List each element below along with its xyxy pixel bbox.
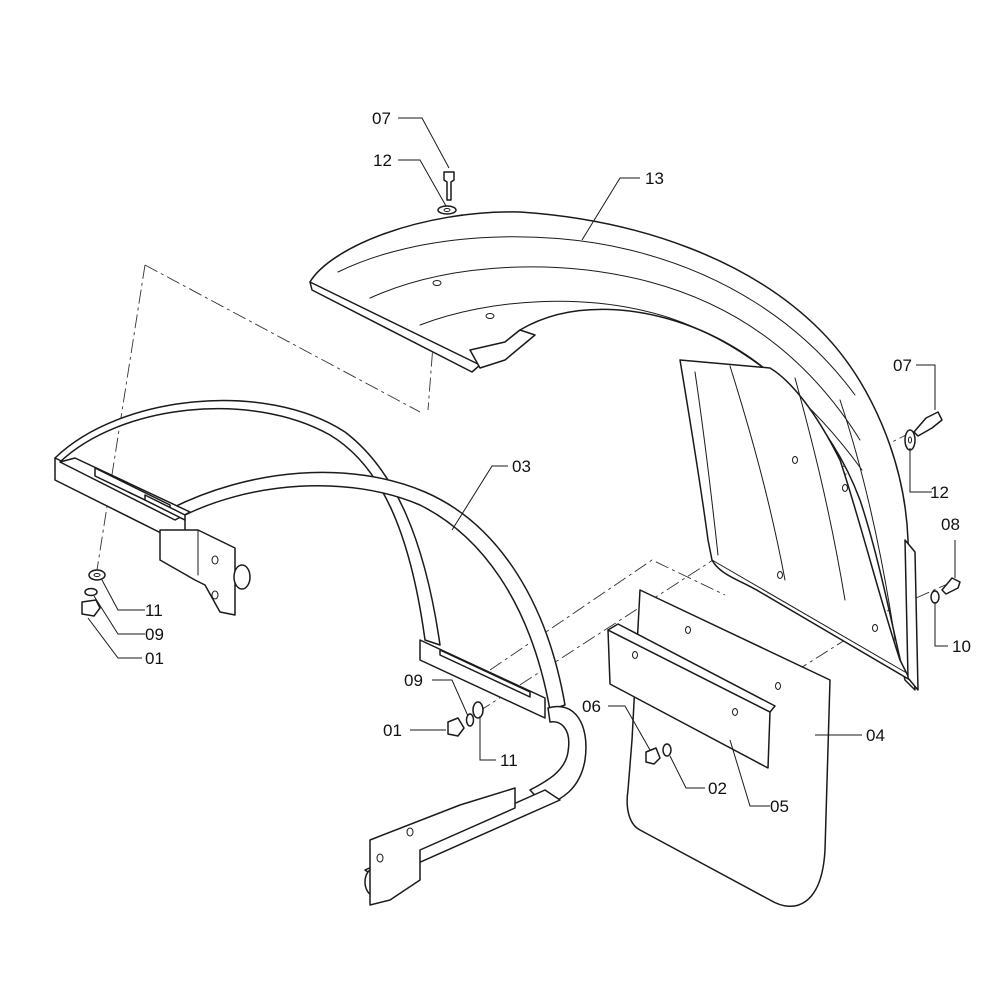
left-washer-lockwasher-nut — [81, 569, 106, 617]
callout-screw-washer: 10 — [952, 637, 971, 656]
callout-mid-nut: 01 — [383, 721, 402, 740]
flap-hole — [775, 682, 781, 690]
callout-left-lockwasher: 09 — [145, 625, 164, 644]
screw-and-washer — [930, 577, 961, 604]
callout-screw: 08 — [941, 515, 960, 534]
fender-hole — [777, 571, 783, 579]
callout-right-washer: 12 — [930, 483, 949, 502]
plate-hole — [406, 827, 414, 837]
callout-fender: 13 — [645, 169, 664, 188]
callout-labels: 07 12 13 07 12 08 10 03 11 09 01 09 01 1… — [145, 109, 971, 816]
plate-hole — [376, 853, 384, 863]
callout-flap-washer: 02 — [708, 779, 727, 798]
callout-mud-flap: 04 — [866, 726, 885, 745]
callout-right-bolt: 07 — [893, 356, 912, 375]
flap-hole — [685, 626, 691, 634]
callout-flap-strip: 05 — [770, 797, 789, 816]
top-bolt-and-washer — [437, 171, 457, 215]
fender-hole — [432, 280, 442, 286]
callout-flap-nut: 06 — [582, 697, 601, 716]
strip-hole — [632, 651, 638, 659]
support-bracket — [54, 399, 587, 906]
callout-bracket-arc: 03 — [512, 457, 531, 476]
callout-left-nut: 01 — [145, 649, 164, 668]
right-bolt-and-washer — [904, 411, 943, 451]
callout-left-washer: 11 — [145, 601, 163, 620]
mud-flap — [626, 589, 831, 908]
bracket-hole — [211, 555, 219, 565]
fender-hole — [485, 313, 495, 319]
strip-hole — [732, 708, 738, 716]
callout-mid-washer: 11 — [500, 751, 518, 770]
callout-mid-lockwasher: 09 — [404, 671, 423, 690]
fender-hole — [792, 456, 798, 464]
mid-nut-lockwasher-washer — [447, 701, 484, 737]
fender-hole — [842, 484, 848, 492]
fender-hole — [872, 624, 878, 632]
flap-nut-and-washer — [645, 743, 672, 765]
bracket-hole — [211, 590, 219, 600]
fender — [309, 211, 919, 691]
callout-leaders — [87, 117, 956, 807]
bracket-tube-end — [233, 564, 251, 590]
callout-top-washer: 12 — [373, 151, 392, 170]
flap-strip — [607, 623, 776, 769]
callout-top-bolt: 07 — [372, 109, 391, 128]
